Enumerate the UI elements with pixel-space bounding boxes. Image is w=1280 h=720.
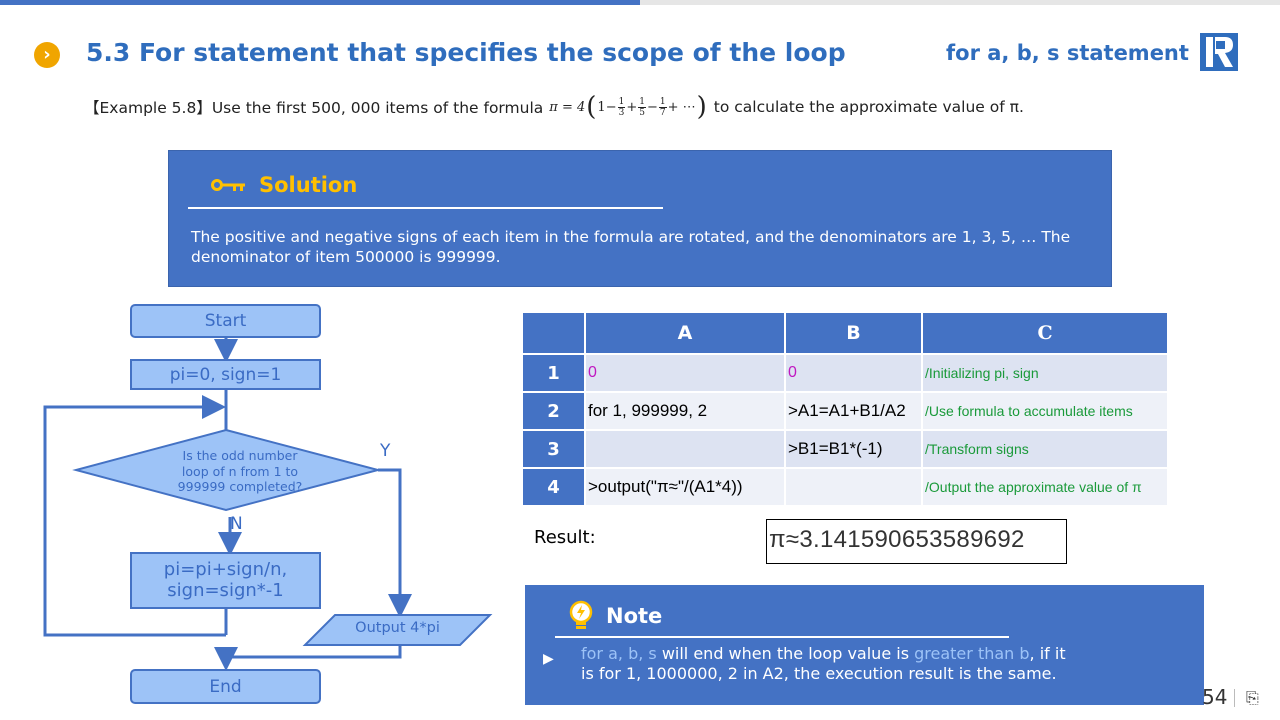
grid-col-header: B [786, 313, 923, 355]
decision-diamond [72, 428, 382, 512]
formula-close-paren: ) [696, 92, 707, 122]
table-row: 3 >B1=B1*(-1) /Transform signs [523, 431, 1169, 469]
slide-nav-icon[interactable]: ⎘ [1246, 688, 1259, 707]
cell-c1[interactable]: /Initializing pi, sign [923, 355, 1169, 393]
cell-b4[interactable] [786, 469, 923, 507]
flow-no-label: N [230, 514, 243, 534]
lightbulb-icon [569, 600, 593, 629]
cell-c4[interactable]: /Output the approximate value of π [923, 469, 1169, 507]
solution-heading: Solution [211, 173, 357, 197]
cell-b1[interactable]: 0 [786, 355, 923, 393]
example-suffix: to calculate the approximate value of π. [713, 98, 1024, 116]
play-arrow-icon: ▶ [543, 651, 554, 667]
row-number: 1 [523, 355, 586, 393]
note-divider [555, 636, 1009, 638]
top-track-bar [640, 0, 1280, 5]
cell-b2[interactable]: >A1=A1+B1/A2 [786, 393, 923, 431]
solution-text: The positive and negative signs of each … [191, 228, 1071, 266]
example-statement: 【Example 5.8】Use the first 500, 000 item… [84, 94, 1024, 120]
solution-divider [188, 207, 663, 209]
note-heading-text: Note [606, 604, 663, 628]
flow-start: Start [130, 304, 321, 338]
formula-term: + [626, 99, 638, 115]
row-number: 2 [523, 393, 586, 431]
table-row: 1 0 0 /Initializing pi, sign [523, 355, 1169, 393]
chevron-right-icon: › [34, 42, 60, 68]
grid-col-header: C [923, 313, 1169, 355]
flow-yes-label: Y [380, 441, 391, 461]
note-text: for a, b, s will end when the loop value… [581, 644, 1066, 683]
cell-a3[interactable] [586, 431, 786, 469]
formula-term: 1 [597, 99, 606, 115]
footer-separator [1234, 689, 1235, 707]
formula-open-paren: ( [586, 92, 597, 122]
R-logo-icon [1200, 33, 1238, 71]
flow-init: pi=0, sign=1 [130, 359, 321, 390]
flow-end: End [130, 669, 321, 704]
grid-corner [523, 313, 586, 355]
cell-a2[interactable]: for 1, 999999, 2 [586, 393, 786, 431]
row-number: 3 [523, 431, 586, 469]
code-grid: A B C 1 0 0 /Initializing pi, sign 2 for… [523, 313, 1169, 507]
top-accent-bar [0, 0, 640, 5]
flow-output-text: Output 4*pi [355, 620, 440, 636]
formula-term: − [646, 99, 658, 115]
cell-b3[interactable]: >B1=B1*(-1) [786, 431, 923, 469]
cell-a4[interactable]: >output("π≈"/(A1*4)) [586, 469, 786, 507]
flow-decision-text: Is the odd number loop of n from 1 to 99… [177, 448, 303, 494]
output-parallelogram [302, 614, 493, 646]
cell-c3[interactable]: /Transform signs [923, 431, 1169, 469]
grid-col-header: A [586, 313, 786, 355]
solution-panel: Solution The positive and negative signs… [168, 150, 1112, 287]
key-icon [211, 179, 245, 191]
cell-a1[interactable]: 0 [586, 355, 786, 393]
formula-term: − [605, 99, 617, 115]
example-prefix: 【Example 5.8】Use the first 500, 000 item… [84, 99, 544, 117]
formula-term: + ⋯ [667, 99, 696, 115]
page-title: 5.3 For statement that specifies the sco… [86, 38, 846, 67]
flow-body: pi=pi+sign/n, sign=sign*-1 [130, 552, 321, 609]
table-row: 2 for 1, 999999, 2 >A1=A1+B1/A2 /Use for… [523, 393, 1169, 431]
section-subtitle: for a, b, s statement [946, 41, 1189, 65]
table-row: 4 >output("π≈"/(A1*4)) /Output the appro… [523, 469, 1169, 507]
solution-heading-text: Solution [259, 173, 358, 197]
flowchart-connectors [43, 337, 493, 671]
note-panel: Note ▶ for a, b, s will end when the loo… [525, 585, 1204, 705]
note-heading: Note [568, 600, 662, 632]
page-number: 54 [1202, 685, 1228, 709]
cell-c2[interactable]: /Use formula to accumulate items [923, 393, 1169, 431]
formula-lhs: π = 4 [549, 99, 586, 115]
result-label: Result: [534, 527, 596, 548]
grid-header-row: A B C [523, 313, 1169, 355]
row-number: 4 [523, 469, 586, 507]
result-value: π≈3.141590653589692 [766, 519, 1067, 564]
